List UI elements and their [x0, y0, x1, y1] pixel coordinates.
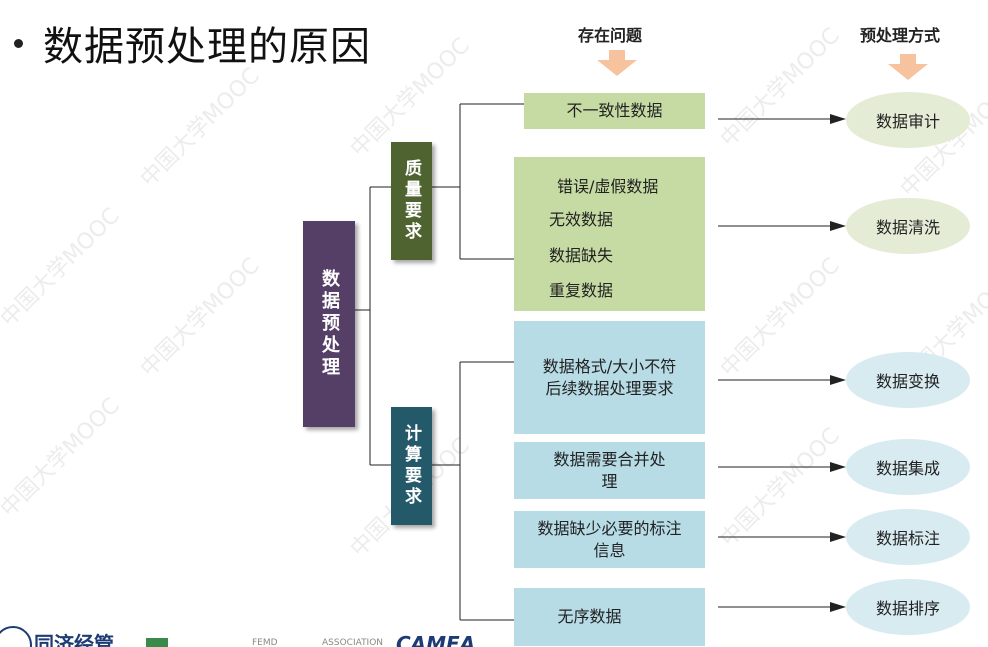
problem-text: 数据缺少必要的标注 — [537, 518, 682, 538]
category-compute: 计算要求 — [391, 407, 432, 525]
problem-errors: 错误/虚假数据 无效数据 数据缺失 重复数据 — [514, 157, 705, 311]
method-sorting: 数据排序 — [846, 579, 970, 635]
problem-text: 无序数据 — [557, 607, 622, 626]
problem-merge: 数据需要合并处 理 — [514, 442, 705, 499]
footer-small-text: ASSOCIATION — [322, 638, 384, 647]
problem-text: 重复数据 — [549, 281, 614, 300]
method-cleaning: 数据清洗 — [846, 198, 970, 254]
root-label: 数据预处理 — [319, 269, 340, 379]
category-compute-label: 计算要求 — [401, 424, 421, 508]
method-integration: 数据集成 — [846, 439, 970, 495]
footer-small-text: FEMD — [252, 638, 278, 647]
problem-text: 不一致性数据 — [566, 101, 663, 120]
problem-text: 错误/虚假数据 — [557, 177, 659, 196]
problem-unordered: 无序数据 — [514, 588, 705, 646]
accreditation-icon — [146, 638, 168, 647]
problem-annotation: 数据缺少必要的标注 信息 — [514, 511, 705, 568]
footer-logo-text: 同济经管 — [34, 632, 114, 647]
footer-logos: 同济经管 FEMD ASSOCIATION CAMEA — [0, 624, 988, 647]
problem-inconsistent: 不一致性数据 — [524, 93, 705, 129]
method-audit: 数据审计 — [846, 92, 970, 148]
root-node: 数据预处理 — [303, 221, 355, 427]
problem-format: 数据格式/大小不符 后续数据处理要求 — [514, 321, 705, 434]
method-annotation: 数据标注 — [846, 509, 970, 565]
problem-text: 数据缺失 — [549, 246, 614, 265]
category-quality: 质量要求 — [391, 142, 432, 260]
method-transform: 数据变换 — [846, 352, 970, 408]
title-area: 数据预处理的原因 — [8, 14, 371, 72]
problem-text: 数据需要合并处 — [553, 449, 666, 469]
problem-text: 无效数据 — [549, 210, 614, 229]
page-title: 数据预处理的原因 — [43, 24, 371, 70]
category-quality-label: 质量要求 — [401, 159, 421, 243]
header-problem: 存在问题 — [577, 26, 642, 45]
university-seal-icon — [0, 626, 32, 647]
bullet-icon — [14, 38, 23, 48]
footer-brand-text: CAMEA — [396, 632, 476, 647]
down-arrow-icon — [597, 50, 637, 76]
header-method: 预处理方式 — [859, 26, 940, 45]
down-arrow-icon — [888, 54, 928, 80]
problem-text: 信息 — [593, 540, 626, 560]
problem-text: 数据格式/大小不符 — [542, 356, 677, 376]
problem-text: 后续数据处理要求 — [545, 378, 674, 398]
problem-text: 理 — [601, 471, 618, 491]
